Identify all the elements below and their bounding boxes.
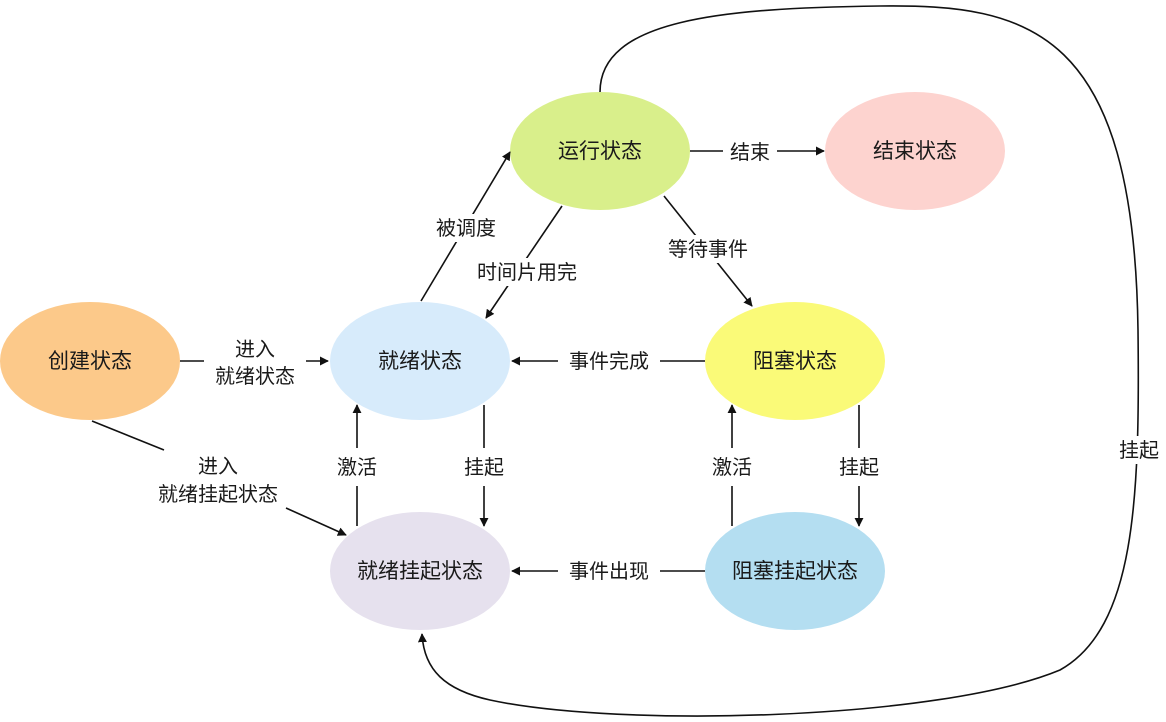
edge-label-suspend-left: 挂起 [464,455,504,479]
node-terminated-shape [825,92,1005,210]
node-terminated: 结束状态 [825,92,1005,210]
node-blocked-suspended-shape [705,512,885,630]
node-terminated-label: 结束状态 [873,139,957,163]
edge-label-activate-right: 激活 [712,455,752,479]
edge-label-scheduled-bg [428,214,504,242]
edge-label-event-occur: 事件出现 [569,559,649,583]
node-ready-suspended-shape [330,512,510,630]
node-ready-suspended: 就绪挂起状态 [330,512,510,630]
node-running-shape [510,92,690,210]
node-running-label: 运行状态 [558,139,642,163]
node-created: 创建状态 [0,302,180,420]
node-blocked-suspended-label: 阻塞挂起状态 [732,559,858,583]
node-blocked-suspended: 阻塞挂起状态 [705,512,885,630]
edge-created-to-ready-suspended [91,420,346,535]
edge-label-enter-ready-1: 进入 [235,337,275,361]
edge-running-to-ready-suspended [417,5,1140,717]
node-created-shape [0,302,180,420]
node-ready: 就绪状态 [330,302,510,420]
edge-label-suspend-outer: 挂起 [1119,438,1159,462]
node-created-label: 创建状态 [48,349,132,373]
edge-label-timeslice: 时间片用完 [477,260,577,284]
edge-label-suspend-outer-bg [1116,436,1162,464]
node-blocked: 阻塞状态 [705,302,885,420]
node-blocked-shape [705,302,885,420]
edge-label-enter-ready-susp-2: 就绪挂起状态 [158,482,278,506]
node-running: 运行状态 [510,92,690,210]
edge-label-activate-left: 激活 [337,455,377,479]
node-ready-suspended-label: 就绪挂起状态 [357,559,483,583]
node-ready-label: 就绪状态 [378,349,462,373]
edge-label-wait-event: 等待事件 [668,237,748,261]
edge-label-enter-ready-2: 就绪状态 [215,364,295,388]
edge-label-suspend-right: 挂起 [839,455,879,479]
node-blocked-label: 阻塞状态 [753,349,837,373]
edge-label-scheduled: 被调度 [436,216,496,240]
node-ready-shape [330,302,510,420]
edge-label-enter-ready-susp-1: 进入 [198,454,238,478]
edge-label-end: 结束 [730,140,770,164]
edge-label-event-done: 事件完成 [569,349,649,373]
edge-label-wait-event-bg [657,235,759,263]
edge-label-timeslice-bg [466,258,588,286]
